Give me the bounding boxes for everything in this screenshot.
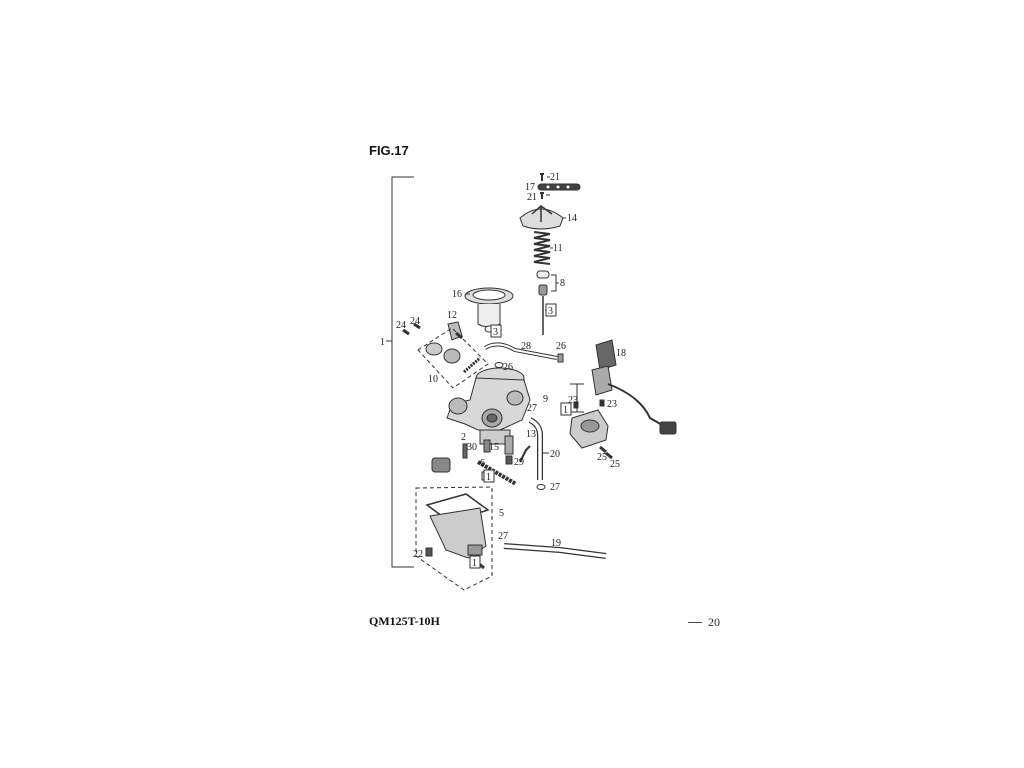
needle-holder — [536, 270, 550, 279]
connector — [659, 421, 677, 435]
float — [431, 457, 451, 473]
callout-10: 10 — [428, 374, 438, 385]
callout-26: 26 — [503, 362, 513, 373]
callout-3: 3 — [493, 327, 498, 338]
model-number: QM125T-10H — [369, 614, 440, 628]
callout-1: 1 — [380, 337, 385, 348]
screw-top-2 — [540, 192, 544, 199]
callout-30: 30 — [467, 442, 477, 453]
callout-20: 20 — [550, 449, 560, 460]
callout-28: 28 — [521, 341, 531, 352]
page-number-dash — [688, 622, 702, 623]
callout-23: 23 — [568, 395, 578, 406]
spring — [533, 231, 551, 265]
callout-23: 23 — [607, 399, 617, 410]
screw-24 — [402, 328, 410, 336]
callout-8: 8 — [560, 278, 565, 289]
callout-21: 21 — [527, 192, 537, 203]
box-callout-1: 1 — [486, 472, 491, 483]
callout-15: 15 — [489, 442, 499, 453]
callout-13: 13 — [526, 429, 536, 440]
wiring — [607, 383, 665, 427]
box-callout-1: 1 — [563, 405, 568, 416]
callout-24: 24 — [396, 320, 406, 331]
callout-26: 26 — [556, 341, 566, 352]
callout-6: 6 — [480, 458, 485, 469]
callout-18: 18 — [616, 348, 626, 359]
callout-24: 24 — [410, 316, 420, 327]
carburetor-body — [446, 367, 531, 445]
callout-3: 3 — [548, 306, 553, 317]
callout-25: 25 — [597, 452, 607, 463]
float-bowl-group — [415, 486, 493, 591]
callout-5: 5 — [499, 508, 504, 519]
callout-19: 19 — [551, 538, 561, 549]
cap-18 — [595, 339, 617, 371]
callout-27: 27 — [498, 531, 508, 542]
assembly-bracket — [391, 176, 414, 568]
choke-group — [417, 327, 489, 389]
box-callout-1: 1 — [472, 558, 477, 569]
callout-27: 27 — [527, 403, 537, 414]
callout-12: 12 — [447, 310, 457, 321]
figure-title: FIG.17 — [369, 143, 409, 158]
callout-16: 16 — [452, 289, 462, 300]
callout-2: 2 — [461, 432, 466, 443]
page-number: 20 — [708, 615, 720, 629]
callout-14: 14 — [567, 213, 577, 224]
callout-22: 22 — [413, 549, 423, 560]
callout-25: 25 — [610, 459, 620, 470]
callout-9: 9 — [543, 394, 548, 405]
callout-11: 11 — [553, 243, 563, 254]
callout-27: 27 — [550, 482, 560, 493]
screw-top — [540, 173, 544, 181]
callout-21: 21 — [550, 172, 560, 183]
callout-17: 17 — [525, 182, 535, 193]
callout-29: 29 — [514, 457, 524, 468]
